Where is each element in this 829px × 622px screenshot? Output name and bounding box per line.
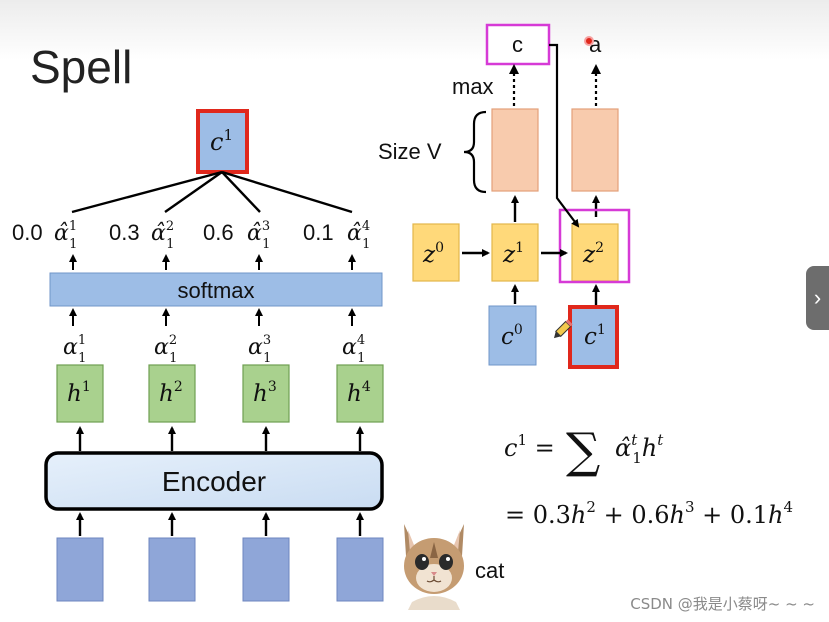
encoder-label: Encoder	[162, 466, 266, 497]
input-frame-3	[242, 537, 290, 602]
feedback-arrow	[549, 43, 580, 228]
weight-value-2: 0.3	[109, 220, 140, 245]
weight-value-4: 0.1	[303, 220, 334, 245]
output-token-c-box	[485, 23, 551, 66]
max-arrowhead-1	[509, 64, 519, 74]
next-slide-tab[interactable]: ›	[806, 266, 829, 330]
size-v-brace	[463, 110, 487, 194]
attention-weights: 0.0 0.3 0.6 0.1	[12, 220, 334, 245]
context-vector-c1-label: c1	[210, 126, 233, 156]
softmax-label: softmax	[177, 278, 254, 303]
state-to-distribution-arrows	[511, 195, 600, 222]
chevron-right-icon: ›	[813, 285, 822, 310]
input-frame-4	[336, 537, 384, 602]
slide-title: Spell	[30, 41, 133, 93]
context-to-state-arrows	[511, 284, 600, 305]
weighted-sum-lines	[71, 170, 353, 214]
input-frame-1	[56, 537, 104, 602]
max-label: max	[452, 74, 494, 99]
decoder-state-z1	[491, 223, 539, 282]
equation-line-1: c1 =	[504, 431, 555, 462]
input-to-encoder-arrows	[76, 512, 364, 536]
distribution-bar-1	[491, 108, 539, 192]
cat-image	[394, 506, 474, 610]
equation-line-2: = 0.3h2 + 0.6h3 + 0.1h4	[505, 498, 793, 529]
input-frames	[56, 537, 384, 602]
slide-top-shade	[0, 0, 829, 60]
decoder-context-c0	[488, 305, 537, 366]
softmax-bar	[49, 272, 383, 307]
pen-cursor-icon	[553, 319, 573, 339]
equation-sum-symbol: ∑	[566, 423, 600, 479]
decoder-state-z2-highlight	[558, 208, 631, 284]
max-arrowhead-2	[591, 64, 601, 74]
alpha-to-softmax-arrows	[69, 308, 356, 326]
input-frame-2	[148, 537, 196, 602]
watermark: CSDN @我是小蔡呀~ ~ ~	[630, 595, 815, 613]
decoder-state-z0	[412, 223, 460, 282]
hidden-states	[56, 364, 384, 423]
hidden-state-h1	[56, 364, 104, 423]
decoder-context-c1	[568, 305, 619, 369]
laser-pointer-dot	[584, 36, 594, 46]
max-dotted-arrows	[512, 72, 598, 106]
encoder-to-hidden-arrows	[76, 426, 364, 451]
hidden-state-h4	[336, 364, 384, 423]
softmax-output-arrows	[69, 254, 356, 270]
distribution-bar-2	[571, 108, 619, 192]
weight-value-3: 0.6	[203, 220, 234, 245]
hidden-state-h2	[148, 364, 196, 423]
weight-value-1: 0.0	[12, 220, 43, 245]
output-token-c: c	[512, 32, 523, 57]
size-v-label: Size V	[378, 139, 442, 164]
hidden-state-h3	[242, 364, 290, 423]
decoder-state-z2	[571, 223, 619, 282]
encoder-block	[44, 451, 384, 511]
input-label: cat	[475, 558, 504, 583]
